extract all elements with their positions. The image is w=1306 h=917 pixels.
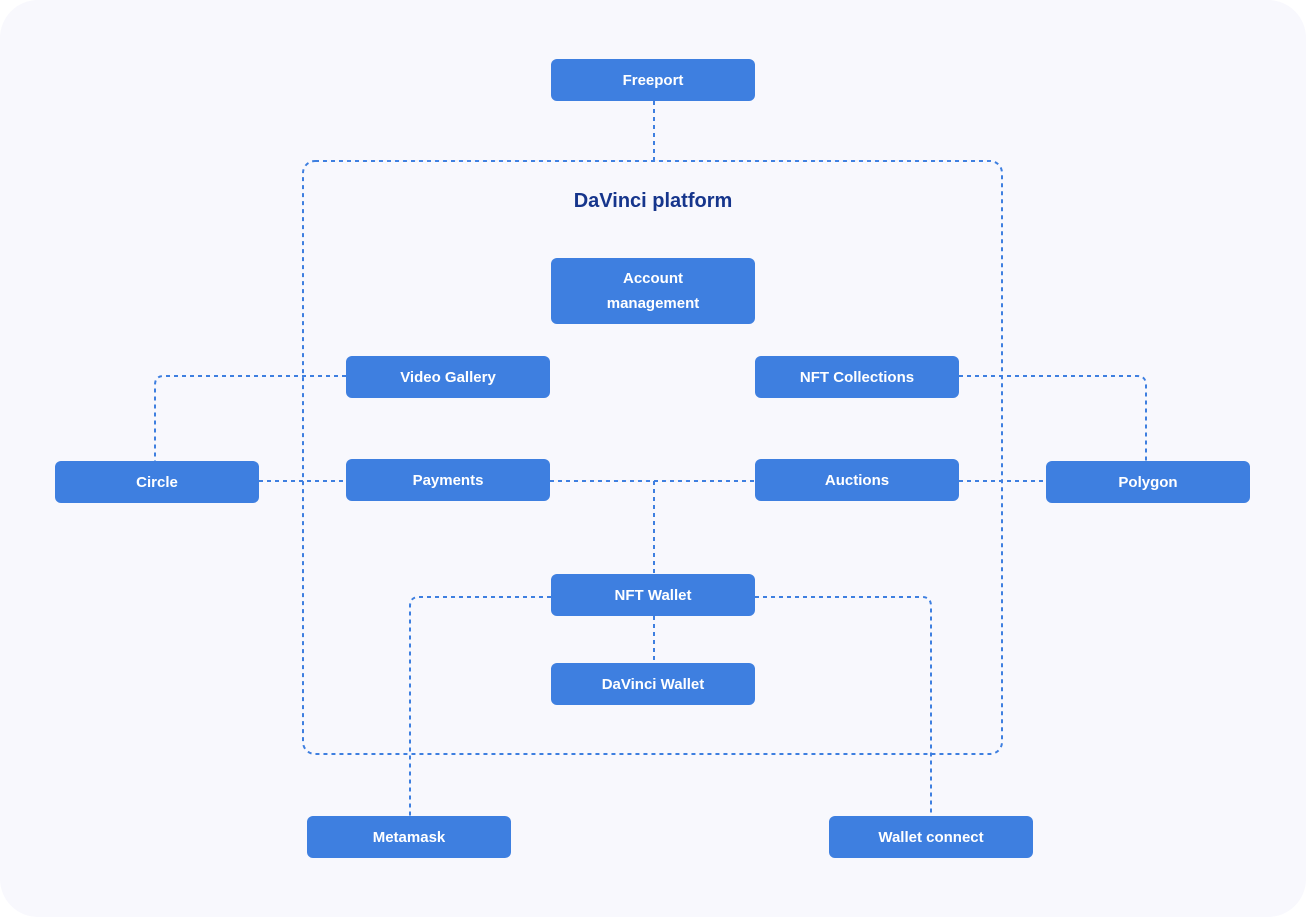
node-polygon-label: Polygon — [1118, 473, 1178, 491]
node-metamask[interactable]: Metamask — [307, 816, 511, 858]
connector-nft-wallet-metamask — [409, 596, 551, 816]
node-auctions[interactable]: Auctions — [755, 459, 959, 501]
connector-video-gallery-circle — [154, 375, 346, 461]
connector-nft-collections-polygon — [959, 375, 1147, 461]
node-wallet-connect-label: Wallet connect — [878, 828, 984, 846]
node-nft-wallet[interactable]: NFT Wallet — [551, 574, 755, 616]
connector-nft-wallet-wallet-connect — [755, 596, 932, 816]
node-video-gallery-label: Video Gallery — [400, 368, 496, 386]
node-davinci-wallet[interactable]: DaVinci Wallet — [551, 663, 755, 705]
node-nft-collections[interactable]: NFT Collections — [755, 356, 959, 398]
node-account-management[interactable]: Account management — [551, 258, 755, 324]
node-account-management-label: Account management — [606, 270, 700, 312]
node-freeport-label: Freeport — [622, 71, 684, 89]
node-nft-wallet-label: NFT Wallet — [614, 586, 692, 604]
node-circle[interactable]: Circle — [55, 461, 259, 503]
node-video-gallery[interactable]: Video Gallery — [346, 356, 550, 398]
node-polygon[interactable]: Polygon — [1046, 461, 1250, 503]
node-nft-collections-label: NFT Collections — [799, 368, 915, 386]
node-auctions-label: Auctions — [824, 471, 890, 489]
node-circle-label: Circle — [136, 473, 178, 491]
node-metamask-label: Metamask — [372, 828, 446, 846]
node-freeport[interactable]: Freeport — [551, 59, 755, 101]
node-payments[interactable]: Payments — [346, 459, 550, 501]
platform-boundary — [302, 160, 1003, 755]
node-payments-label: Payments — [412, 471, 484, 489]
node-davinci-wallet-label: DaVinci Wallet — [601, 675, 705, 693]
node-wallet-connect[interactable]: Wallet connect — [829, 816, 1033, 858]
platform-title: DaVinci platform — [573, 190, 733, 212]
